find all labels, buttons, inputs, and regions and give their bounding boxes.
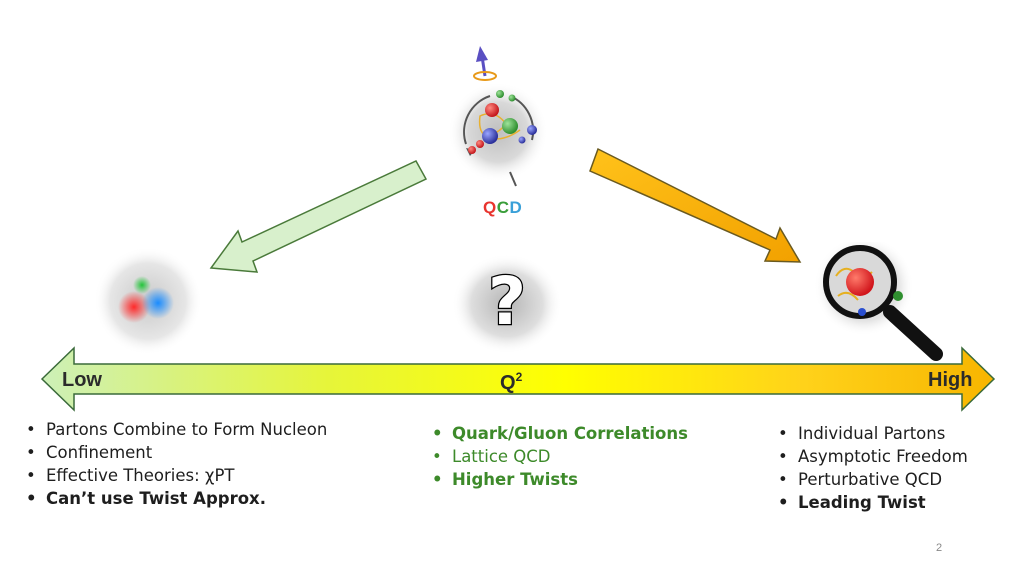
magnifying-glass-icon — [814, 242, 954, 366]
list-item: Partons Combine to Form Nucleon — [22, 418, 327, 441]
unknown-regime-icon: ? — [452, 254, 562, 354]
list-item: Higher Twists — [428, 468, 688, 491]
list-item: Asymptotic Freedom — [774, 445, 968, 468]
mid-q2-list: Quark/Gluon Correlations Lattice QCD Hig… — [428, 422, 688, 491]
axis-label-q-superscript: 2 — [515, 370, 523, 384]
low-q2-list: Partons Combine to Form Nucleon Confinem… — [22, 418, 327, 510]
qcd-letter-c: C — [496, 198, 510, 217]
axis-label-q2: Q2 — [500, 370, 522, 395]
axis-label-q: Q — [500, 372, 516, 394]
list-item: Can’t use Twist Approx. — [22, 487, 327, 510]
axis-label-low: Low — [62, 369, 102, 391]
list-item: Leading Twist — [774, 491, 968, 514]
axis-label-high: High — [928, 369, 973, 391]
list-item: Effective Theories: χPT — [22, 464, 327, 487]
qcd-letter-d: D — [509, 198, 523, 217]
confined-quarks-icon — [92, 245, 204, 357]
list-item: Confinement — [22, 441, 327, 464]
question-mark-icon: ? — [487, 262, 528, 342]
high-q2-list: Individual Partons Asymptotic Freedom Pe… — [774, 422, 968, 514]
list-item: Lattice QCD — [428, 445, 688, 468]
list-item: Quark/Gluon Correlations — [428, 422, 688, 445]
nucleon-spin-icon — [440, 44, 560, 194]
list-item: Perturbative QCD — [774, 468, 968, 491]
list-item: Individual Partons — [774, 422, 968, 445]
qcd-label: QCD — [483, 198, 522, 218]
qcd-letter-q: Q — [483, 198, 497, 217]
page-number: 2 — [936, 542, 943, 554]
